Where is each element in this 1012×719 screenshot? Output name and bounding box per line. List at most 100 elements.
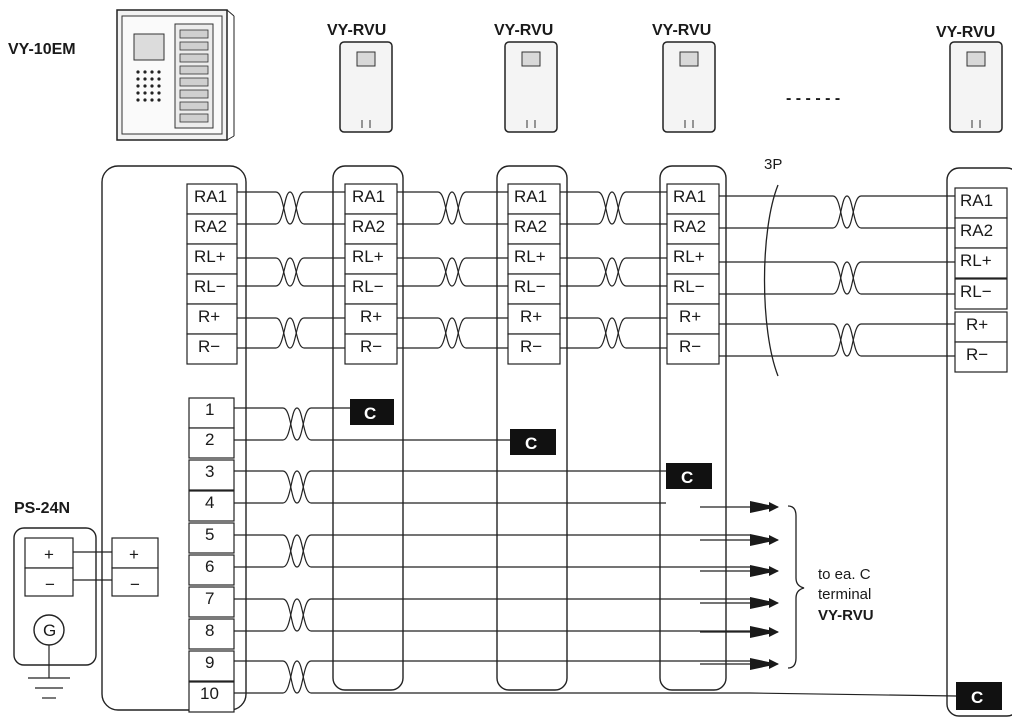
twisted-pair <box>282 598 312 632</box>
terminal-box <box>507 333 561 365</box>
terminal-box <box>188 681 235 713</box>
master-numbered-terminals: 1 2 3 4 5 6 7 8 9 10 <box>200 400 219 703</box>
twisted-pair <box>437 257 467 287</box>
vy-rvu-illustration-2 <box>504 41 558 133</box>
power-supply-label: PS-24N <box>14 500 70 517</box>
remote-4-bus-terminals: RA1 RA2 RL+ RL− R+ R− <box>960 191 993 364</box>
terminal-box <box>666 213 720 245</box>
twisted-pair <box>832 195 862 229</box>
terminal-box <box>666 273 720 305</box>
terminal-box <box>507 213 561 245</box>
remote-unit-outline-1 <box>332 165 404 691</box>
terminal-label: R− <box>198 337 220 356</box>
terminal-label: R− <box>360 337 382 356</box>
note-line-1: to ea. C <box>818 566 871 583</box>
twisted-pair <box>282 598 312 632</box>
c-terminal-label: C <box>971 688 983 707</box>
terminal-box <box>186 333 238 365</box>
terminal-box <box>507 303 561 335</box>
master-unit-label: VY-10EM <box>8 41 76 58</box>
ps-24n-power-supply: PS-24N + − G <box>13 500 112 699</box>
terminal-number: 2 <box>205 430 214 449</box>
twisted-pair <box>597 317 627 349</box>
remote-unit-outline-3 <box>659 165 727 691</box>
terminal-box <box>188 427 235 459</box>
continuation-dashes: - - - - - - <box>786 90 840 107</box>
vy-rvu-illustration-4 <box>949 41 1003 133</box>
twisted-pair <box>282 407 312 441</box>
terminal-label: RL− <box>352 277 384 296</box>
terminal-box <box>344 333 398 365</box>
terminal-box <box>188 554 235 586</box>
terminal-label: RL+ <box>673 247 705 266</box>
arrowhead <box>750 534 778 546</box>
terminal-box <box>666 333 720 365</box>
terminal-label: RL− <box>960 282 992 301</box>
terminal-box <box>188 397 235 429</box>
terminal-boxes <box>186 183 1008 713</box>
master-bus-terminals: RA1 RA2 RL+ RL− R+ R− <box>194 187 227 356</box>
minus-sign: − <box>45 575 55 594</box>
terminal-box <box>186 243 238 275</box>
terminal-label: RA2 <box>673 217 706 236</box>
terminal-box <box>188 650 235 682</box>
terminal-box <box>188 618 235 650</box>
terminal-label: RL+ <box>352 247 384 266</box>
twisted-pair <box>597 257 627 287</box>
terminal-number: 6 <box>205 557 214 576</box>
twisted-pair <box>832 323 862 357</box>
twisted-pair <box>437 317 467 349</box>
terminal-number: 9 <box>205 653 214 672</box>
remote-unit-outline-4 <box>946 167 1012 717</box>
c-terminal-4: C <box>956 682 1002 710</box>
terminal-label: RA1 <box>673 187 706 206</box>
remote-unit-label-2: VY-RVU <box>494 22 553 39</box>
terminal-label: RL− <box>673 277 705 296</box>
terminal-label: RA1 <box>514 187 547 206</box>
c-terminal-3: C <box>666 463 712 489</box>
terminal-box <box>666 303 720 335</box>
twisted-pair <box>437 257 467 287</box>
terminal-label: RL− <box>514 277 546 296</box>
terminal-box <box>188 459 235 491</box>
terminal-box <box>954 278 1008 310</box>
terminal-box <box>954 187 1008 219</box>
terminal-label: R− <box>679 337 701 356</box>
terminal-number: 1 <box>205 400 214 419</box>
terminal-label: R+ <box>360 307 382 326</box>
terminal-label: RL+ <box>194 247 226 266</box>
terminal-label: RA2 <box>514 217 547 236</box>
arrowhead <box>750 658 778 670</box>
terminal-label: RA2 <box>194 217 227 236</box>
terminal-label: R+ <box>966 315 988 334</box>
terminal-number: 7 <box>205 589 214 608</box>
plus-sign: + <box>44 545 54 564</box>
arrowhead <box>750 501 778 513</box>
vy-10em-illustration <box>116 9 235 141</box>
c-terminal-label: C <box>525 434 537 453</box>
master-power-terminals: + − <box>111 537 159 597</box>
terminal-box <box>507 183 561 215</box>
twisted-pair <box>282 407 312 441</box>
terminal-number: 3 <box>205 462 214 481</box>
terminal-label: RA1 <box>194 187 227 206</box>
twisted-pair <box>275 191 305 225</box>
cable-type-label: 3P <box>764 156 782 173</box>
twisted-pair <box>437 317 467 349</box>
twisted-pair <box>282 660 312 694</box>
master-unit-outline <box>101 165 247 711</box>
plus-sign: + <box>129 545 139 564</box>
note-line-2: terminal <box>818 586 871 603</box>
twisted-pair <box>282 660 312 694</box>
terminal-label: RA1 <box>352 187 385 206</box>
twisted-pair <box>275 191 305 225</box>
remote-3-bus-terminals: RA1 RA2 RL+ RL− R+ R− <box>673 187 706 356</box>
twisted-pair <box>832 261 862 295</box>
remote-unit-label-4: VY-RVU <box>936 24 995 41</box>
terminal-number: 5 <box>205 525 214 544</box>
terminal-label: R+ <box>520 307 542 326</box>
terminal-label: RL+ <box>960 251 992 270</box>
terminal-box <box>954 341 1008 373</box>
terminal-number: 4 <box>205 493 214 512</box>
terminal-label: R+ <box>679 307 701 326</box>
